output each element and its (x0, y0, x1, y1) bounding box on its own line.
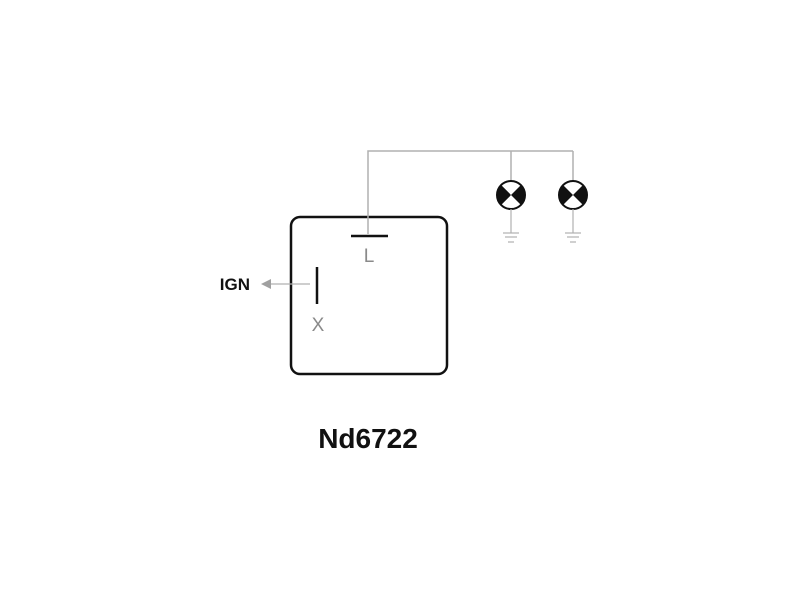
lamp-1-icon (496, 180, 526, 210)
lamp-wire (367, 150, 573, 234)
ground-1-icon (503, 209, 519, 243)
ground-2-icon (565, 209, 581, 243)
arrow-left-icon (261, 279, 271, 289)
flasher-relay-box (289, 215, 449, 376)
terminal-x-label: X (312, 315, 325, 336)
ign-label: IGN (220, 275, 250, 294)
terminal-l-label: L (364, 246, 375, 267)
lamp-2-icon (558, 180, 588, 210)
diagram-title: Nd6722 (318, 423, 418, 454)
